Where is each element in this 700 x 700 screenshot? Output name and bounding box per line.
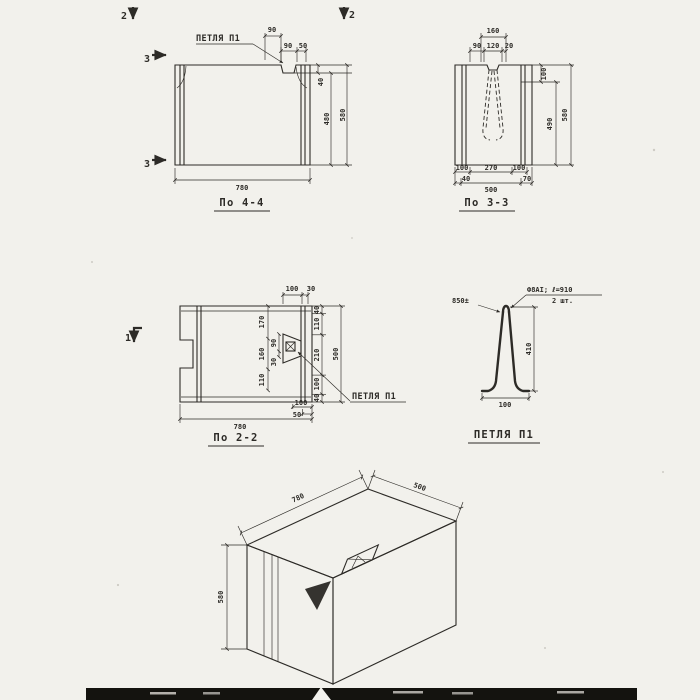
loop-spec-label: Ф8АI; ℓ=910 xyxy=(527,286,572,294)
section-4-4-dimensions: 90 90 50 40 480 580 780 xyxy=(172,26,352,192)
view-title-loop: ПЕТЛЯ П1 xyxy=(474,429,534,441)
loop-hidden-right-leg xyxy=(495,69,504,141)
section-2-2-dimensions: 100 30 170 160 110 90 30 40 110 210 100 … xyxy=(177,285,345,431)
title-block-strip xyxy=(86,687,637,700)
dim-right-100: 100 xyxy=(540,68,548,81)
title-block-bar xyxy=(86,688,637,700)
dim-850: 850± xyxy=(452,297,469,305)
dim-right-210: 210 xyxy=(313,349,321,362)
iso-dim-500: 500 xyxy=(412,481,427,493)
loop-detail-title: ПЕТЛЯ П1 xyxy=(468,429,540,444)
title-block-notch xyxy=(312,687,331,700)
dim-bottom-50: 50 xyxy=(293,411,301,419)
iso-top-face xyxy=(245,488,458,579)
dim-right-100: 100 xyxy=(313,378,321,391)
dim-top-90: 90 xyxy=(473,42,481,50)
cut-marker-2-right: 2 xyxy=(349,10,355,21)
view-title-4-4: По 4-4 xyxy=(219,197,264,209)
block-outline-2-2 xyxy=(179,305,313,403)
section-2-2-view: 100 30 170 160 110 90 30 40 110 210 100 … xyxy=(125,285,406,447)
section-4-4-cut-markers: 2 2 3 3 xyxy=(121,7,355,170)
loop-callout-2-2: ПЕТЛЯ П1 xyxy=(297,351,406,403)
iso-block-linework xyxy=(245,488,458,685)
dim-width-780: 780 xyxy=(234,423,247,431)
iso-front-notch-shadow xyxy=(305,581,331,610)
dim-top-160: 160 xyxy=(487,27,500,35)
scan-noise xyxy=(91,148,664,649)
loop-quantity-label: 2 шт. xyxy=(552,297,573,305)
dim-notch-50: 50 xyxy=(299,42,307,50)
dim-right-580: 580 xyxy=(561,109,569,122)
loop-left-leg xyxy=(480,310,505,393)
dim-bottom-70: 70 xyxy=(523,175,531,183)
cut-marker-3-top: 3 xyxy=(144,54,150,65)
dim-inner-160: 160 xyxy=(258,348,266,361)
section-2-2-linework xyxy=(179,305,313,403)
dim-top-20: 20 xyxy=(505,42,513,50)
iso-dimensions: 780 500 580 xyxy=(217,469,464,652)
isometric-view: 780 500 580 xyxy=(217,469,464,685)
loop-bar-linework xyxy=(480,304,531,393)
cut-marker-1: 1 xyxy=(125,333,131,344)
iso-right-face xyxy=(332,520,457,685)
dim-height-580: 580 xyxy=(339,109,347,122)
dim-right-500: 500 xyxy=(332,348,340,361)
dim-top-30: 30 xyxy=(307,285,315,293)
dim-bottom-500: 500 xyxy=(485,186,498,194)
dim-410: 410 xyxy=(525,343,533,356)
dim-width-780: 780 xyxy=(236,184,249,192)
dim-bottom-100: 100 xyxy=(295,399,308,407)
loop-callout-4-4: ПЕТЛЯ П1 xyxy=(196,34,284,64)
loop-label-4-4: ПЕТЛЯ П1 xyxy=(196,34,240,44)
dim-top-120: 120 xyxy=(487,42,500,50)
dim-depth-40: 40 xyxy=(317,78,325,86)
dim-inner-90: 90 xyxy=(270,339,278,347)
dim-top-90: 90 xyxy=(268,26,276,34)
iso-dim-580: 580 xyxy=(217,591,225,604)
section-4-4-title: По 4-4 xyxy=(214,197,270,212)
view-title-3-3: По 3-3 xyxy=(464,197,509,209)
iso-left-face xyxy=(246,544,334,685)
dim-100: 100 xyxy=(499,401,512,409)
dim-right-490: 490 xyxy=(546,118,554,131)
section-3-3-view: 160 90 120 20 100 490 580 100 270 100 40… xyxy=(452,27,574,212)
block-outline-4-4 xyxy=(174,64,311,166)
section-4-4-view: 90 90 50 40 480 580 780 2 2 3 3 ПЕТЛЯ П1… xyxy=(121,7,355,212)
dim-inner-30: 30 xyxy=(270,358,278,366)
section-3-3-linework xyxy=(454,64,533,166)
dim-inner-110: 110 xyxy=(258,374,266,387)
loop-hidden-left-leg xyxy=(482,69,491,141)
iso-dim-780: 780 xyxy=(291,492,306,505)
dim-notch-90: 90 xyxy=(284,42,292,50)
dim-right-40-top: 40 xyxy=(313,306,321,314)
dim-right-40-bottom: 40 xyxy=(313,394,321,402)
dim-bottom-100-right: 100 xyxy=(513,164,526,172)
loop-bar-section xyxy=(285,341,296,352)
dim-right-110: 110 xyxy=(313,318,321,331)
iso-top-notch xyxy=(340,543,380,576)
section-4-4-linework xyxy=(174,64,311,166)
dim-bottom-40: 40 xyxy=(462,175,470,183)
view-title-2-2: По 2-2 xyxy=(213,432,258,444)
cut-marker-3-bottom: 3 xyxy=(144,159,150,170)
section-3-3-title: По 3-3 xyxy=(459,197,515,212)
dim-inner-170: 170 xyxy=(258,316,266,329)
loop-recess-outline xyxy=(282,333,302,364)
section-3-3-dimensions: 160 90 120 20 100 490 580 100 270 100 40… xyxy=(452,27,574,194)
dim-height-480: 480 xyxy=(323,113,331,126)
loop-detail-annotations: Ф8АI; ℓ=910 2 шт. 850± 410 100 xyxy=(452,286,602,409)
section-2-2-title: По 2-2 xyxy=(208,432,264,447)
loop-right-leg xyxy=(507,310,531,393)
block-outline-3-3 xyxy=(454,64,533,166)
dim-bottom-270: 270 xyxy=(485,164,498,172)
loop-detail-view: Ф8АI; ℓ=910 2 шт. 850± 410 100 ПЕТЛЯ П1 xyxy=(452,286,602,444)
cut-marker-2-left: 2 xyxy=(121,11,127,22)
dim-bottom-100-left: 100 xyxy=(456,164,469,172)
loop-head xyxy=(501,304,511,314)
section-2-2-cut-marker: 1 xyxy=(125,326,142,344)
loop-label-2-2: ПЕТЛЯ П1 xyxy=(352,392,396,402)
dim-top-100: 100 xyxy=(286,285,299,293)
